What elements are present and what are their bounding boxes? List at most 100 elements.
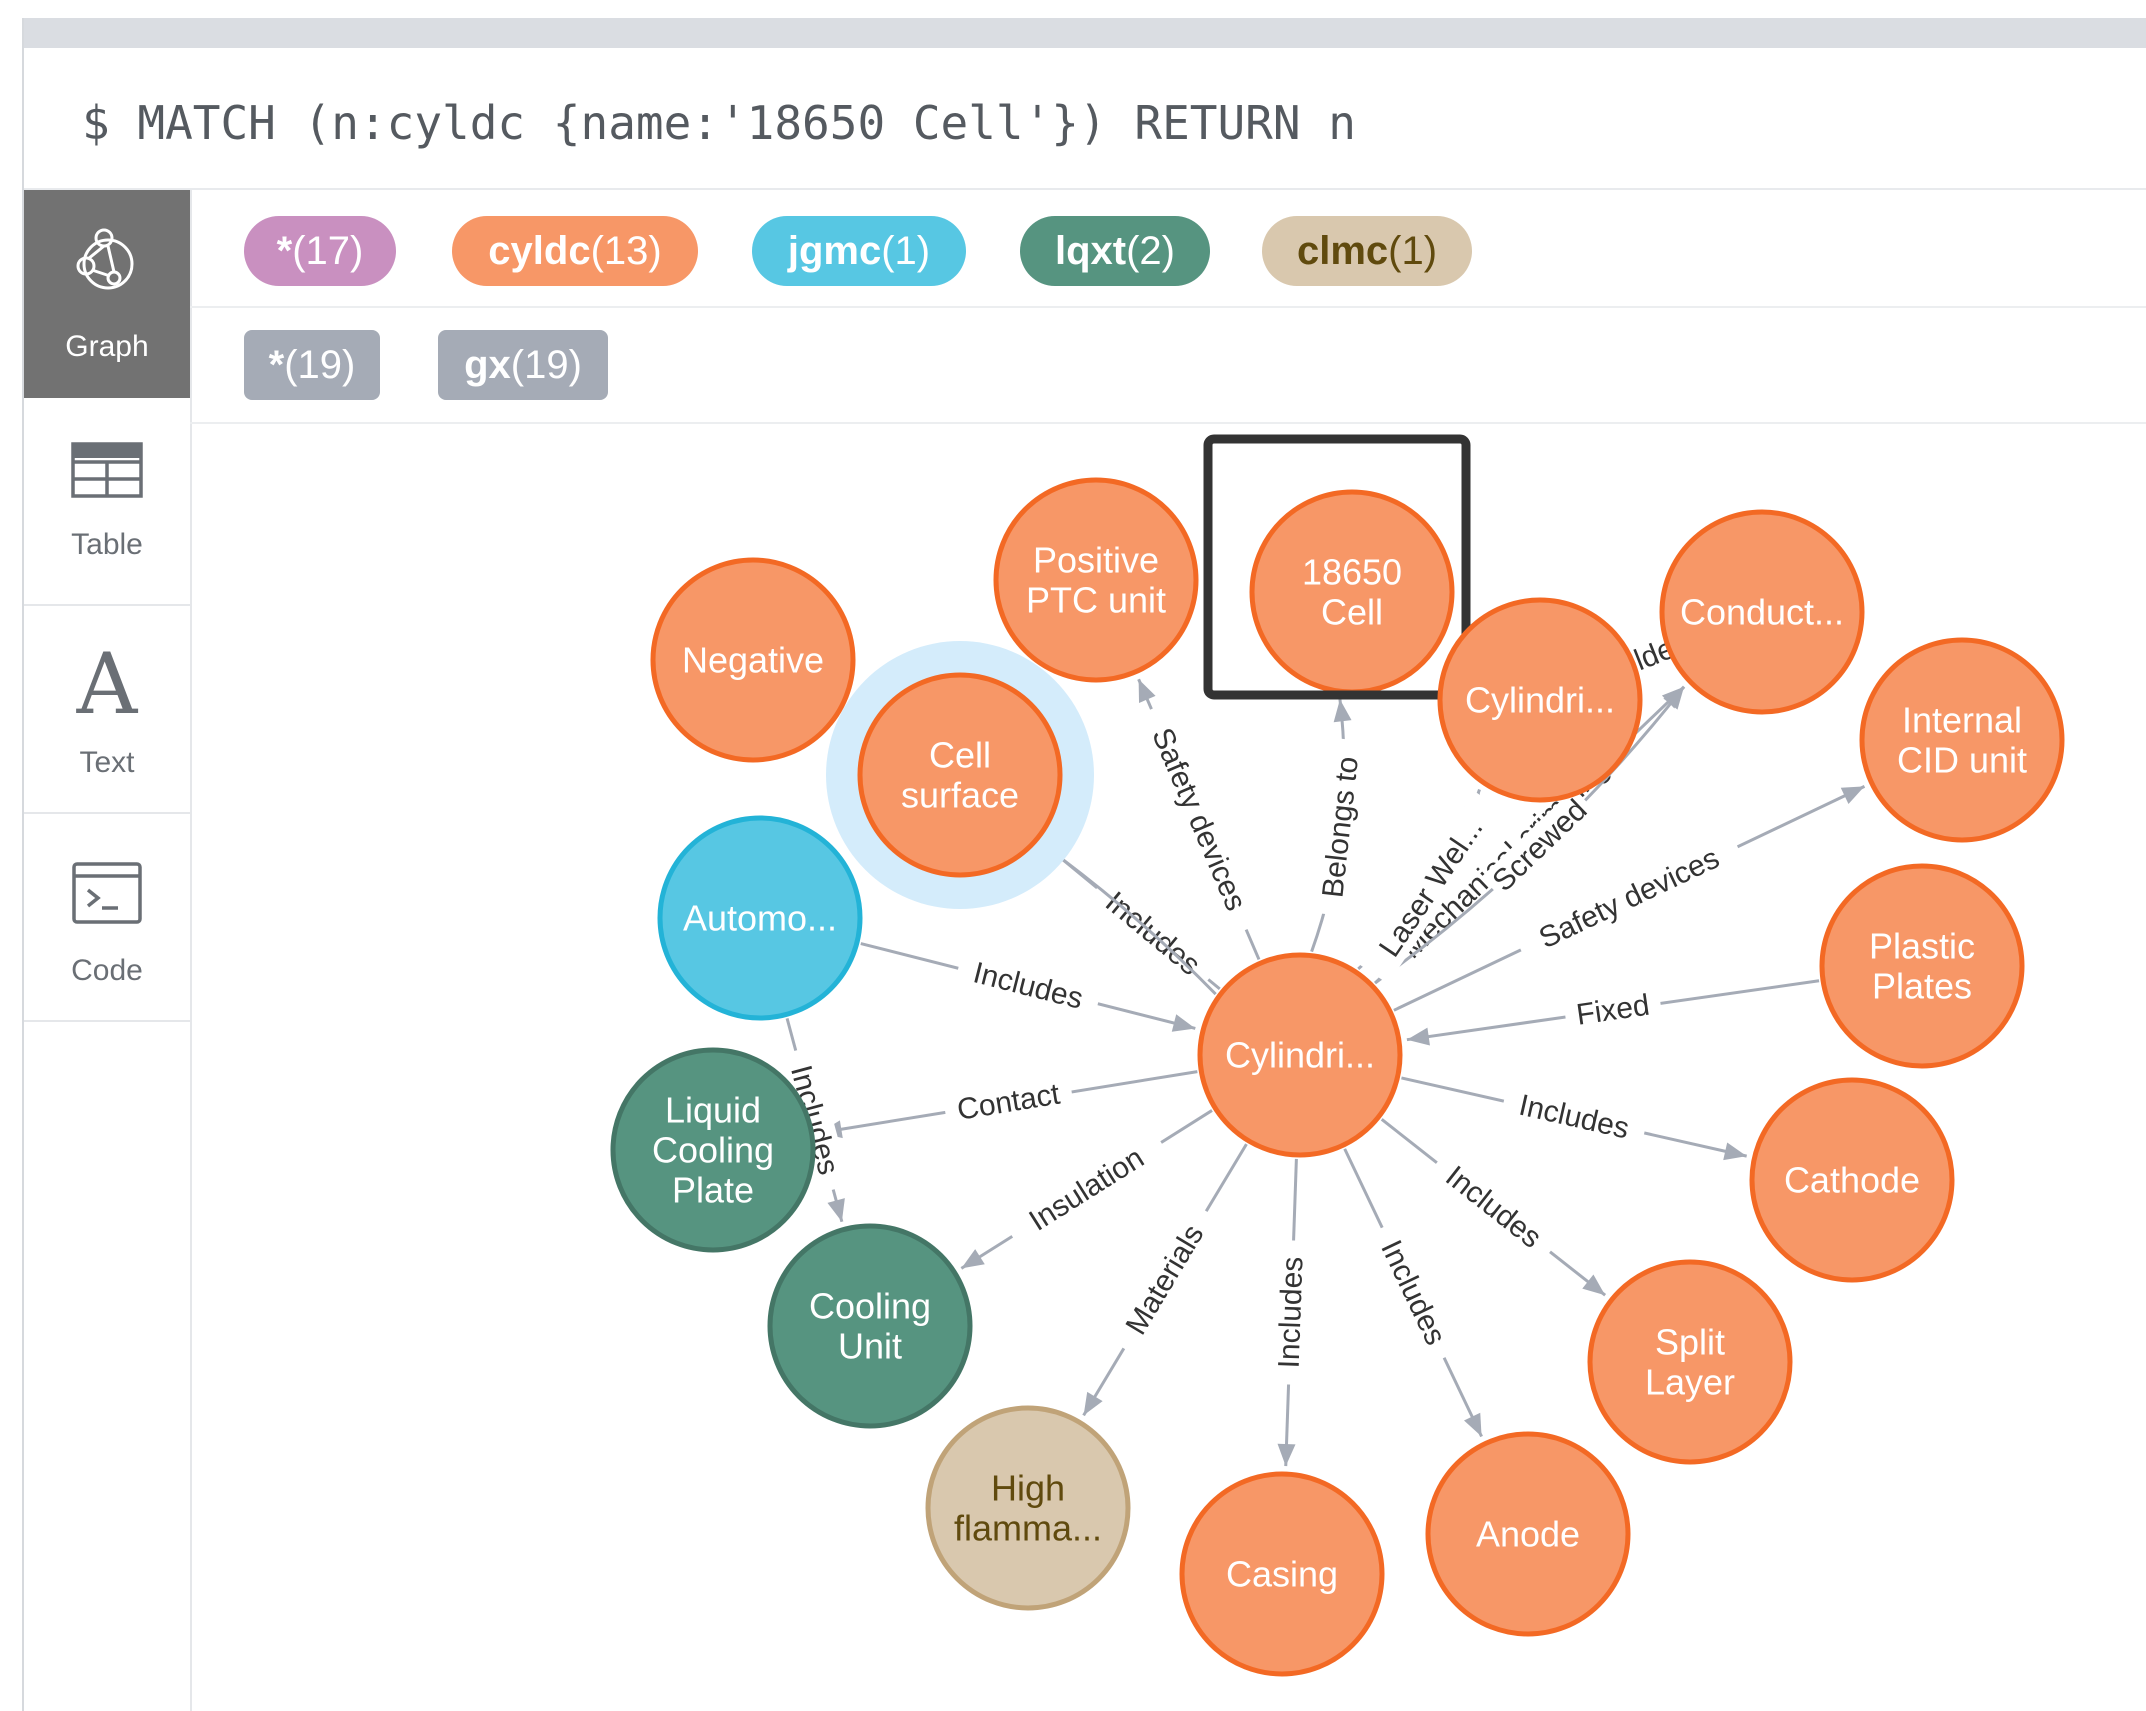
node-circle[interactable]: [1179, 1471, 1385, 1677]
node-label: Casing: [1226, 1554, 1338, 1595]
node-label: Cathode: [1784, 1160, 1920, 1201]
query-text[interactable]: $ MATCH (n:cyldc {name:'18650 Cell'}) RE…: [82, 96, 1356, 150]
node-label: 18650: [1302, 552, 1402, 593]
edge-arrowhead: [1663, 686, 1685, 710]
legend-rel-gx[interactable]: gx(19): [438, 330, 608, 400]
node-circle[interactable]: [1659, 509, 1865, 715]
graph-node-highflam[interactable]: Highflamma...: [925, 1405, 1131, 1611]
node-circle[interactable]: [610, 1047, 816, 1253]
node-label: flamma...: [954, 1508, 1102, 1549]
node-label: Plates: [1872, 966, 1972, 1007]
node-circle[interactable]: [1859, 637, 2065, 843]
sidebar-item-text[interactable]: A Text: [24, 606, 190, 814]
code-icon: [72, 862, 142, 924]
node-label: Plate: [672, 1170, 754, 1211]
node-circle[interactable]: [1197, 952, 1403, 1158]
edge-label-bg: [1365, 1219, 1461, 1366]
graph-edge[interactable]: Includes: [860, 942, 1196, 1032]
node-label: High: [991, 1468, 1065, 1509]
graph-edge[interactable]: Includes: [1270, 1158, 1312, 1467]
graph-edge[interactable]: Contact: [819, 1070, 1198, 1139]
node-label: Internal: [1902, 700, 2022, 741]
node-label: Cooling: [809, 1286, 931, 1327]
graph-node-negative[interactable]: Negative: [650, 557, 856, 763]
edge-label-bg: [1134, 701, 1263, 937]
graph-edge[interactable]: Includes: [1401, 1076, 1748, 1161]
edge-label-bg: [1425, 1148, 1562, 1266]
edge-label-bg: [1108, 1201, 1222, 1358]
node-label: Cooling: [652, 1130, 774, 1171]
node-circle[interactable]: [993, 477, 1199, 683]
relationship-types-legend: *(19) gx(19): [190, 306, 2146, 424]
edge-arrowhead: [1171, 1014, 1196, 1032]
edge-label-bg: [1513, 830, 1746, 967]
node-label: Positive: [1033, 540, 1159, 581]
node-label: Cell: [1321, 592, 1383, 633]
node-circle[interactable]: [1425, 1431, 1631, 1637]
top-bar: [24, 18, 2146, 48]
edge-label: Fixed: [1574, 989, 1651, 1032]
edge-arrowhead: [1464, 1412, 1482, 1437]
node-circle[interactable]: [767, 1223, 973, 1429]
node-label: PTC unit: [1026, 580, 1166, 621]
graph-node-automo[interactable]: Automo...: [657, 815, 863, 1021]
legend-label-lqxt[interactable]: lqxt(2): [1020, 216, 1210, 286]
edge-label: Safety devices: [1145, 723, 1252, 915]
sidebar-item-table[interactable]: Table: [24, 398, 190, 606]
edge-label: Includes: [1439, 1160, 1547, 1255]
sidebar-item-graph[interactable]: Graph: [24, 190, 190, 398]
node-circle[interactable]: [1819, 863, 2025, 1069]
node-label: Cell: [929, 735, 991, 776]
legend-rel-all[interactable]: *(19): [244, 330, 380, 400]
edge-label: Includes: [1516, 1089, 1632, 1146]
graph-node-casing[interactable]: Casing: [1179, 1471, 1385, 1677]
edge-arrowhead: [1582, 1274, 1606, 1296]
graph-edge[interactable]: Belongs to: [1310, 699, 1369, 953]
node-circle[interactable]: [657, 815, 863, 1021]
query-bar[interactable]: $ MATCH (n:cyldc {name:'18650 Cell'}) RE…: [24, 48, 2146, 190]
node-label: Automo...: [683, 898, 837, 939]
node-label: Plastic: [1869, 926, 1975, 967]
graph-node-anode[interactable]: Anode: [1425, 1431, 1631, 1637]
node-circle[interactable]: [1587, 1259, 1793, 1465]
node-circle[interactable]: [857, 672, 1063, 878]
node-label: Split: [1655, 1322, 1725, 1363]
edge-label-bg: [1481, 788, 1599, 903]
legend-label-jgmc[interactable]: jgmc(1): [752, 216, 966, 286]
legend-label-cyldc[interactable]: cyldc(13): [452, 216, 698, 286]
edge-arrowhead: [827, 1198, 845, 1222]
graph-edge[interactable]: Fixed: [1406, 979, 1820, 1046]
edge-label-bg: [1562, 985, 1664, 1035]
legend-label-all[interactable]: *(17): [244, 216, 396, 286]
graph-node-center[interactable]: Cylindri...: [1197, 952, 1403, 1158]
graph-node-conduct[interactable]: Conduct...: [1659, 509, 1865, 715]
node-label: Cylindri...: [1465, 680, 1615, 721]
graph-node-cyl2[interactable]: Cylindri...: [1437, 597, 1643, 803]
edge-label: Includes: [1273, 1256, 1310, 1369]
node-label: Layer: [1645, 1362, 1735, 1403]
sidebar-item-code[interactable]: Code: [24, 814, 190, 1022]
edge-label: Materials: [1120, 1219, 1211, 1340]
edge-label-bg: [1312, 737, 1369, 917]
edge-label-bg: [778, 1045, 851, 1195]
edge-arrowhead: [961, 1249, 985, 1269]
node-circle[interactable]: [650, 557, 856, 763]
legend-label-clmc[interactable]: clmc(1): [1262, 216, 1472, 286]
node-circle[interactable]: [925, 1405, 1131, 1611]
graph-node-cathode[interactable]: Cathode: [1749, 1077, 1955, 1283]
node-circle[interactable]: [1437, 597, 1643, 803]
node-circle[interactable]: [1749, 1077, 1955, 1283]
edge-label-bg: [942, 1074, 1075, 1131]
edge-label: Safety devices: [1534, 842, 1724, 956]
edge-arrowhead: [1723, 1142, 1747, 1161]
